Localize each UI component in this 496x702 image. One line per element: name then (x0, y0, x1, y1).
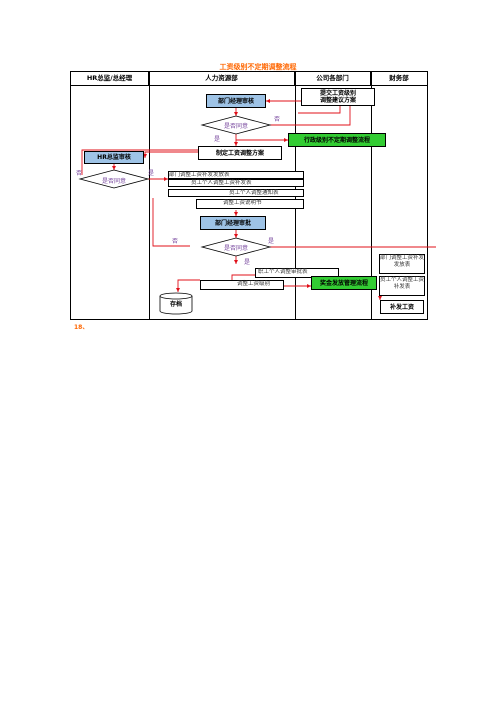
no-label-1: 否 (274, 116, 281, 123)
yes-label-3: 是 (268, 238, 275, 245)
emp-doc-1: 职工个人调整审批表 (255, 268, 339, 278)
submit-plan-label: 提交工资级别 调整建议方案 (319, 90, 356, 104)
make-plan-box: 制定工资调整方案 (198, 146, 282, 160)
no-label-2: 否 (76, 170, 83, 177)
agree-2-label: 是否同意 (101, 178, 126, 185)
finance-doc-1: 部门调整工资补发发放表 (379, 254, 425, 274)
no-label-3: 否 (172, 238, 179, 245)
dept-manager-approve-label: 部门经理审批 (214, 219, 251, 227)
emp-doc-2: 调整工资级别 (200, 280, 284, 290)
admin-process-label: 行政级别不定期调整流程 (303, 136, 370, 144)
lane-divider-3 (371, 72, 372, 319)
header-divider (71, 85, 427, 86)
page-title: 工资级别不定期调整流程 (219, 63, 297, 71)
header-departments: 公司各部门 (295, 72, 371, 85)
yes-label-2: 是 (148, 170, 155, 177)
make-plan-label: 制定工资调整方案 (215, 149, 264, 157)
flowchart: HR总监/总经理 人力资源部 公司各部门 财务部 (70, 71, 428, 320)
hr-director-review-box: HR总监审核 (84, 151, 144, 164)
hr-doc-4: 调整工资说明书 (196, 199, 304, 209)
agree-3-label: 是否同意 (223, 245, 248, 252)
bonus-process-label: 奖金发放管理流程 (319, 279, 368, 287)
hr-doc-3: 员工个人调整通知表 (168, 189, 304, 197)
lane-divider-1 (149, 72, 150, 319)
footer-number: 18、 (74, 324, 89, 331)
admin-process-box: 行政级别不定期调整流程 (288, 133, 386, 147)
archive-label: 存档 (169, 301, 182, 308)
header-hr-director: HR总监/总经理 (71, 72, 149, 85)
hr-doc-1: 部门调整工资补发发放表 (168, 171, 304, 179)
yes-label-4: 是 (244, 259, 251, 266)
pay-back-label: 补发工资 (389, 303, 414, 311)
pay-back-box: 补发工资 (380, 300, 424, 314)
hr-director-review-label: HR总监审核 (97, 154, 131, 161)
dept-manager-approve-box: 部门经理审批 (200, 216, 266, 230)
hr-doc-2: 员工个人调整工资补发表 (168, 179, 304, 187)
dept-manager-review-label: 部门经理审核 (217, 97, 254, 105)
bonus-process-box: 奖金发放管理流程 (311, 276, 377, 290)
submit-plan-box: 提交工资级别 调整建议方案 (301, 88, 375, 106)
header-hr-dept: 人力资源部 (149, 72, 295, 85)
yes-label-1: 是 (214, 136, 221, 143)
header-finance: 财务部 (389, 74, 409, 82)
dept-manager-review-box: 部门经理审核 (206, 94, 266, 108)
finance-doc-2: 员工个人调整工资补发表 (379, 276, 425, 296)
agree-1-label: 是否同意 (223, 123, 248, 130)
